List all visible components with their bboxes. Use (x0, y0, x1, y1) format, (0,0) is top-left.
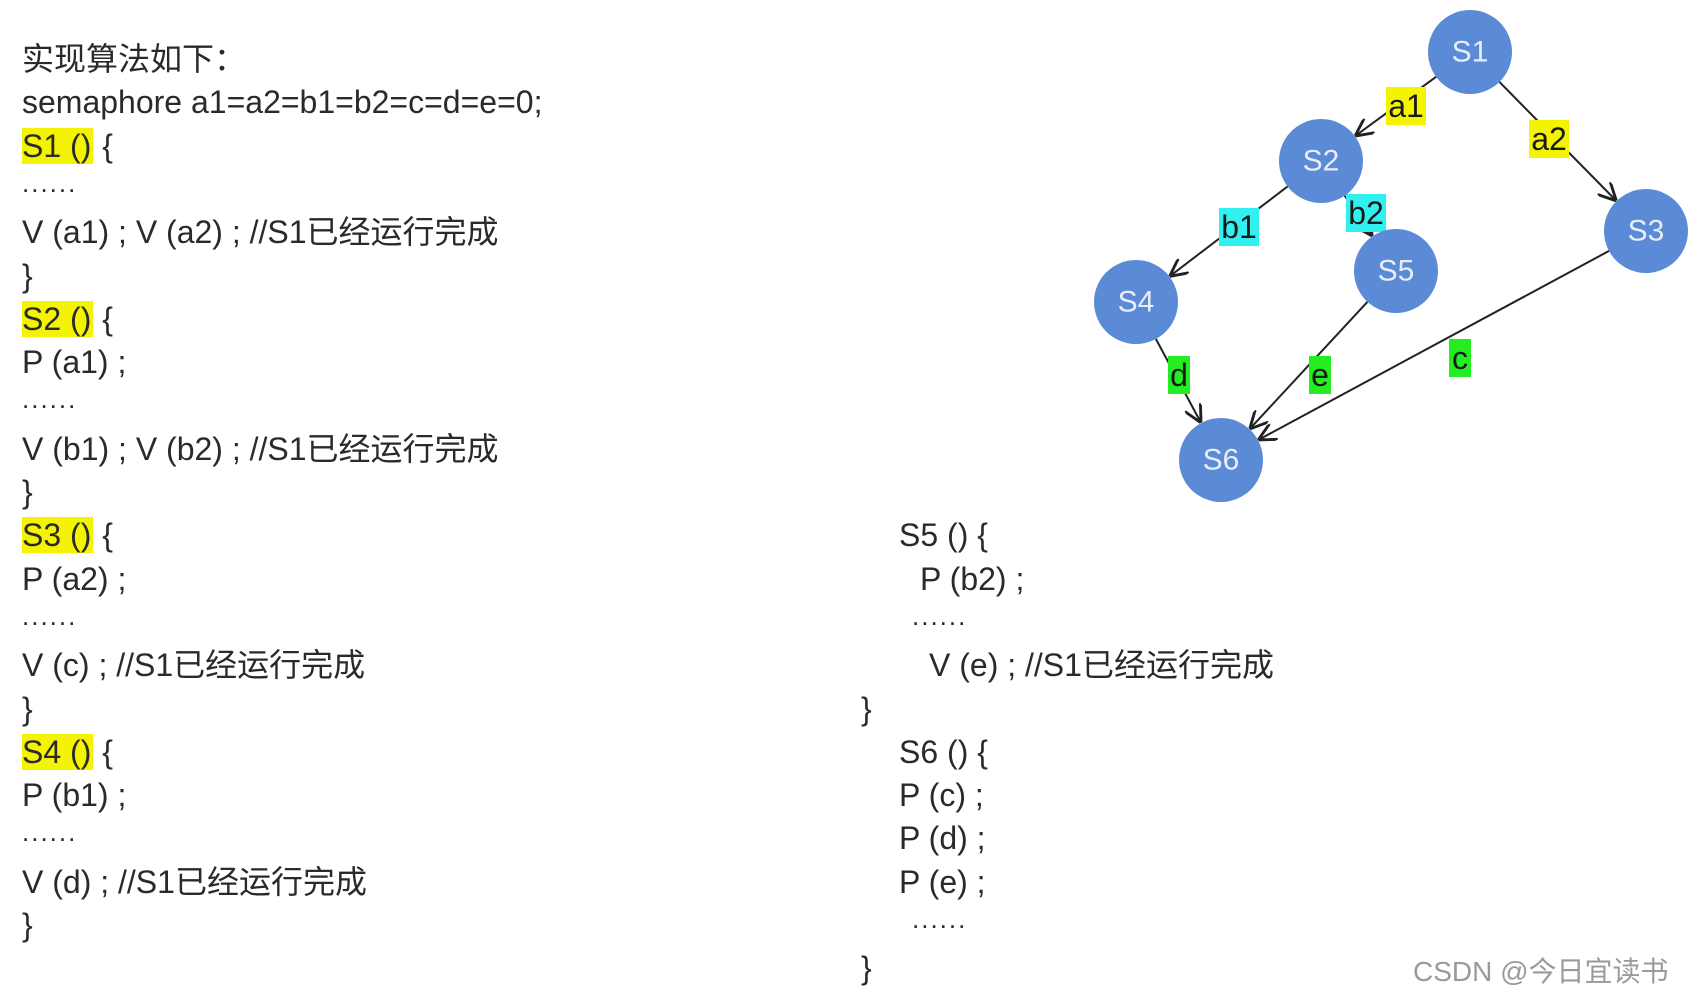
edge-label-bg-d (1168, 356, 1190, 394)
edge-label-e: e (1311, 357, 1329, 393)
title: 实现算法如下： (22, 41, 247, 77)
edge-label-bg-b2 (1346, 194, 1386, 232)
s5-header: S5 () { (899, 517, 988, 553)
s4-p: P (b1) ; (22, 777, 127, 813)
ellipsis: ...... (22, 168, 78, 198)
node-s6 (1179, 418, 1263, 502)
semaphore-declaration: semaphore a1=a2=b1=b2=c=d=e=0; (22, 84, 543, 120)
brace-close: } (22, 907, 33, 943)
s3-v: V (c) ; //S1已经运行完成 (22, 647, 366, 683)
s3-header: S3 () { (22, 514, 113, 557)
node-label-s1: S1 (1452, 36, 1489, 69)
edge-label-bg-c (1449, 339, 1471, 377)
brace-close: } (22, 691, 33, 727)
s1-highlight: S1 () (22, 128, 94, 164)
edge-label-bg-a1 (1386, 87, 1426, 125)
node-label-s4: S4 (1118, 286, 1155, 319)
brace-close: } (22, 258, 33, 294)
s6-p-c: P (c) ; (899, 777, 984, 813)
edge-label-b1: b1 (1221, 209, 1257, 245)
edge-label-c: c (1452, 340, 1468, 376)
brace-open: { (93, 734, 113, 770)
edge-label-b2: b2 (1348, 195, 1384, 231)
watermark: CSDN @今日宜读书 (1413, 956, 1669, 987)
node-s2 (1279, 119, 1363, 203)
s5-p: P (b2) ; (920, 561, 1025, 597)
s5-v: V (e) ; //S1已经运行完成 (929, 647, 1274, 683)
s2-v: V (b1) ; V (b2) ; //S1已经运行完成 (22, 431, 499, 467)
edge-label-bg-b1 (1219, 208, 1259, 246)
ellipsis: ...... (22, 601, 78, 631)
s3-highlight: S3 () (22, 517, 94, 553)
brace-close: } (861, 950, 872, 986)
edge-label-d: d (1170, 357, 1188, 393)
brace-close: } (22, 474, 33, 510)
node-s1 (1428, 10, 1512, 94)
brace-open: { (93, 301, 113, 337)
brace-open: { (93, 128, 113, 164)
ellipsis: ...... (912, 904, 968, 934)
s2-highlight: S2 () (22, 301, 94, 337)
edge-label-bg-a2 (1529, 120, 1569, 158)
s1-header: S1 () { (22, 125, 113, 168)
s1-body: V (a1) ; V (a2) ; //S1已经运行完成 (22, 214, 499, 250)
s4-v: V (d) ; //S1已经运行完成 (22, 864, 367, 900)
ellipsis: ...... (22, 817, 78, 847)
node-label-s5: S5 (1378, 255, 1415, 288)
node-s4 (1094, 260, 1178, 344)
edge-label-a1: a1 (1388, 88, 1424, 124)
ellipsis: ...... (22, 384, 78, 414)
edge-c (1260, 250, 1610, 439)
s4-highlight: S4 () (22, 734, 94, 770)
s4-header: S4 () { (22, 731, 113, 774)
brace-close: } (861, 691, 872, 727)
node-label-s2: S2 (1303, 145, 1340, 178)
edge-label-bg-e (1309, 356, 1331, 394)
s2-header: S2 () { (22, 298, 113, 341)
node-label-s6: S6 (1203, 444, 1240, 477)
s6-p-e: P (e) ; (899, 864, 986, 900)
brace-open: { (93, 517, 113, 553)
node-label-s3: S3 (1628, 215, 1665, 248)
s3-p: P (a2) ; (22, 561, 127, 597)
s6-header: S6 () { (899, 734, 988, 770)
s6-p-d: P (d) ; (899, 820, 986, 856)
ellipsis: ...... (912, 601, 968, 631)
edge-label-a2: a2 (1531, 121, 1567, 157)
node-s5 (1354, 229, 1438, 313)
s2-p: P (a1) ; (22, 344, 127, 380)
node-s3 (1604, 189, 1688, 273)
